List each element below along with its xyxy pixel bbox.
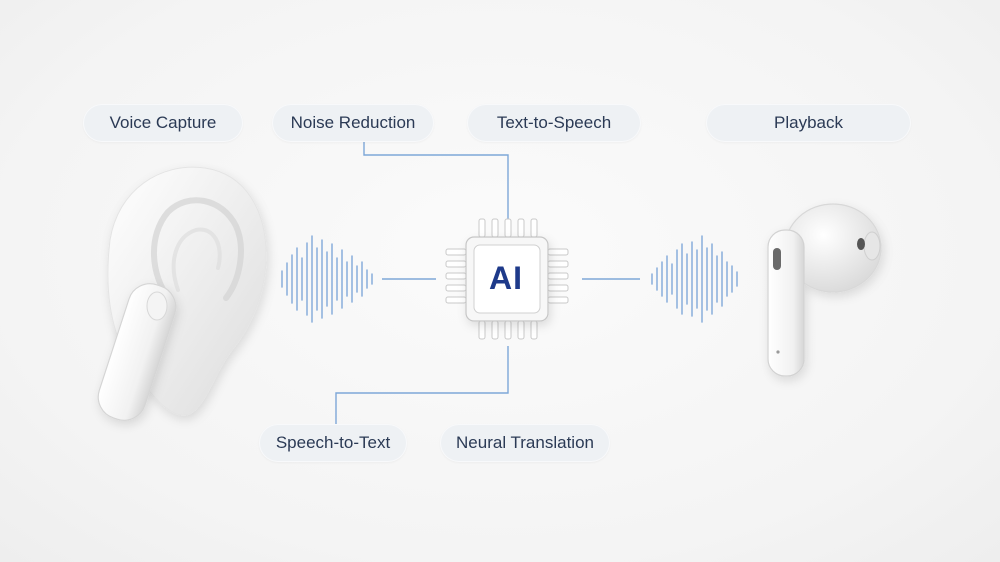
label-speech-to-text[interactable]: Speech-to-Text (259, 424, 407, 462)
label-playback[interactable]: Playback (706, 104, 911, 142)
label-text-to-speech[interactable]: Text-to-Speech (467, 104, 641, 142)
label-neural-translation[interactable]: Neural Translation (440, 424, 610, 462)
chip-label: AI (489, 260, 523, 296)
sound-wave-left-icon (281, 235, 373, 323)
earbud-icon (767, 203, 882, 377)
sound-wave-right-icon (651, 235, 738, 323)
label-noise-reduction[interactable]: Noise Reduction (272, 104, 434, 142)
label-voice-capture[interactable]: Voice Capture (83, 104, 243, 142)
earbud-in-ear-icon (97, 283, 177, 421)
ai-chip-icon (445, 218, 569, 340)
connector-lines (335, 142, 640, 424)
connector-noise-to-chip (363, 142, 509, 220)
connector-chip-to-stt (335, 346, 509, 424)
